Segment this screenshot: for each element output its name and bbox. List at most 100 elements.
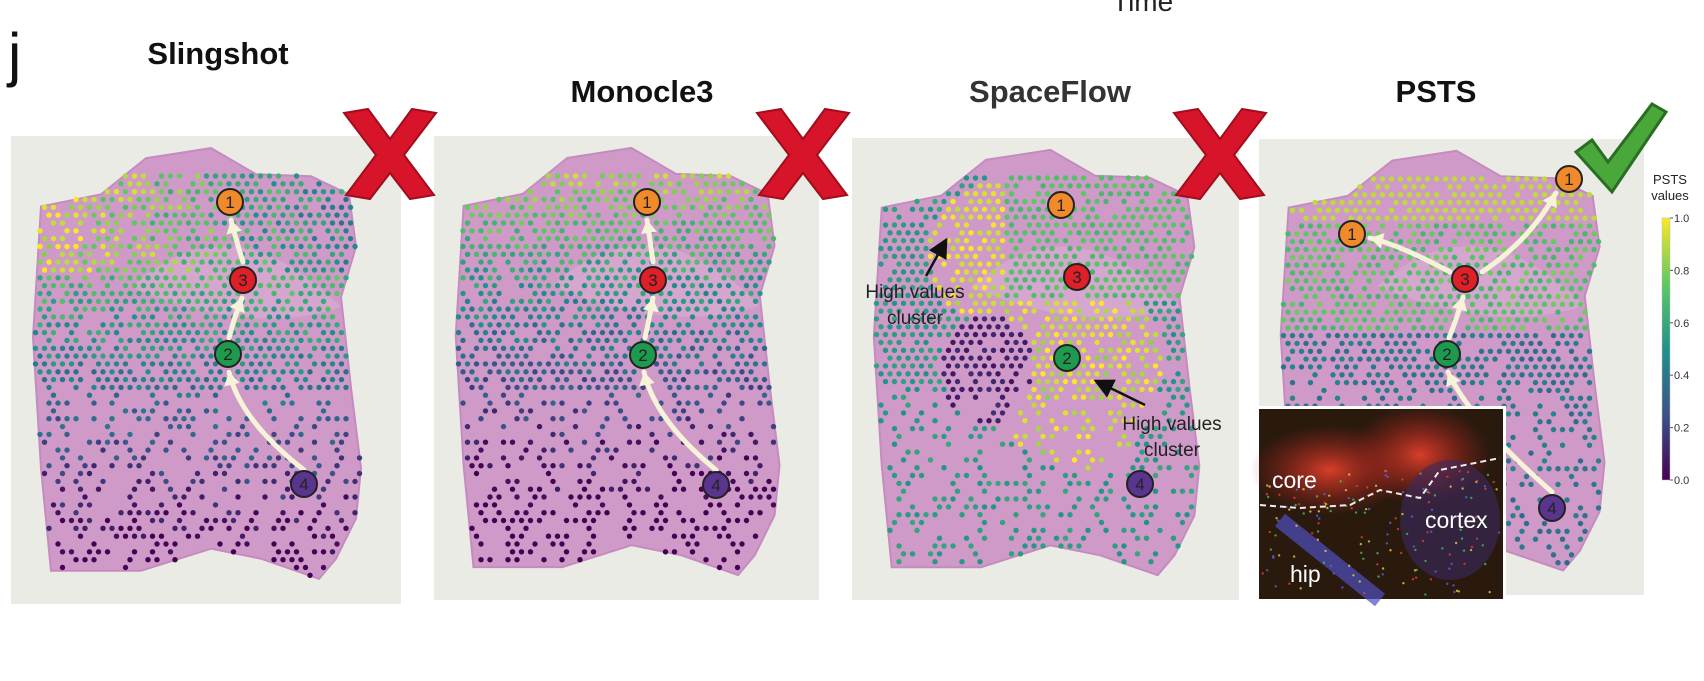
spot (150, 252, 155, 257)
spot (1555, 482, 1560, 487)
spot (618, 377, 623, 382)
spot (519, 299, 524, 304)
spot (276, 236, 281, 241)
spot (339, 252, 344, 257)
spot (240, 220, 245, 225)
spot (1582, 356, 1587, 361)
spot (600, 502, 605, 507)
spot (1578, 255, 1583, 260)
spot (501, 346, 506, 351)
spot (892, 285, 897, 290)
spot (878, 261, 883, 266)
spot (528, 267, 533, 272)
svg-text:1: 1 (1347, 225, 1356, 244)
spot (537, 252, 542, 257)
inset-label-core: core (1272, 467, 1317, 493)
spot (874, 332, 879, 337)
spot (1519, 356, 1524, 361)
spot (150, 471, 155, 476)
spot (460, 291, 465, 296)
spot (591, 471, 596, 476)
spot (986, 199, 991, 204)
spot (1537, 278, 1542, 283)
spot (658, 510, 663, 515)
spot (1546, 450, 1551, 455)
spot (222, 487, 227, 492)
spot (1135, 285, 1140, 290)
spot (51, 502, 56, 507)
spot (163, 447, 168, 452)
spot (667, 463, 672, 468)
spot (46, 338, 51, 343)
spot (1294, 309, 1299, 314)
spot (1528, 356, 1533, 361)
spot (735, 299, 740, 304)
spot (1103, 277, 1108, 282)
spot (159, 534, 164, 539)
spot (1072, 473, 1077, 478)
spot (465, 252, 470, 257)
spot (1045, 363, 1050, 368)
spot (685, 244, 690, 249)
spot (105, 205, 110, 210)
spot (1551, 333, 1556, 338)
spot (1398, 192, 1403, 197)
spot (1000, 254, 1005, 259)
spot (1533, 317, 1538, 322)
spot (586, 494, 591, 499)
spot (676, 385, 681, 390)
spot (654, 220, 659, 225)
spot (1335, 333, 1340, 338)
spot (1366, 356, 1371, 361)
spot (1420, 372, 1425, 377)
spot (708, 502, 713, 507)
spot (1555, 341, 1560, 346)
spot (487, 306, 492, 311)
spot (919, 348, 924, 353)
spot (1542, 302, 1547, 307)
spot (1348, 294, 1353, 299)
spot (321, 534, 326, 539)
spot (1528, 247, 1533, 252)
spot (271, 463, 276, 468)
spot (896, 308, 901, 313)
spot (1452, 192, 1457, 197)
spot (1103, 496, 1108, 501)
spot (919, 520, 924, 525)
spot (559, 197, 564, 202)
spot (582, 236, 587, 241)
spot (1420, 231, 1425, 236)
spot (905, 481, 910, 486)
spot (1393, 262, 1398, 267)
spot (1524, 270, 1529, 275)
spot (586, 510, 591, 515)
spot (1139, 340, 1144, 345)
spot (977, 199, 982, 204)
spot (1045, 238, 1050, 243)
spot (1144, 379, 1149, 384)
spot (892, 379, 897, 384)
spot (474, 330, 479, 335)
spot (289, 291, 294, 296)
spot (1515, 317, 1520, 322)
spot (181, 275, 186, 280)
spot (123, 361, 128, 366)
spot (883, 410, 888, 415)
spot (1420, 184, 1425, 189)
spot (636, 487, 641, 492)
spot (887, 246, 892, 251)
spot (339, 346, 344, 351)
spot (609, 330, 614, 335)
spot (316, 212, 321, 217)
spot (150, 440, 155, 445)
spot (717, 346, 722, 351)
spot (289, 259, 294, 264)
spot (168, 314, 173, 319)
spot (64, 369, 69, 374)
spot (1357, 294, 1362, 299)
spot (1099, 363, 1104, 368)
spot (640, 259, 645, 264)
spot (163, 259, 168, 264)
spot (532, 244, 537, 249)
spot (1348, 309, 1353, 314)
